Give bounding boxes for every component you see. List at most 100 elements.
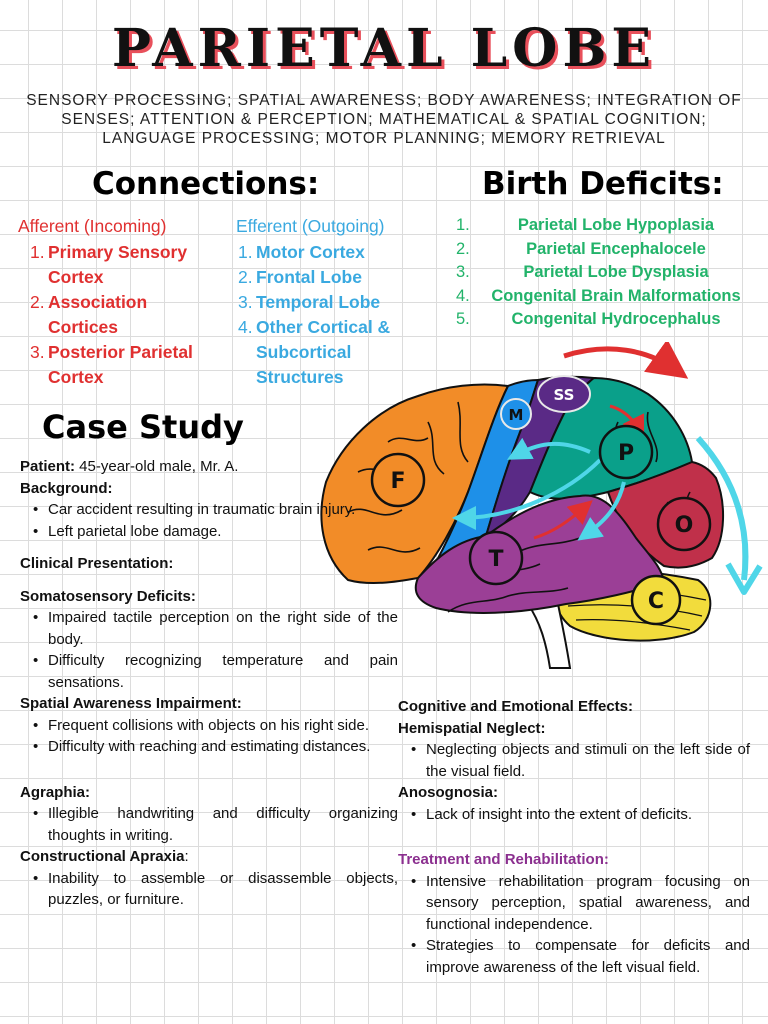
label-text: F (390, 469, 405, 494)
list-item: 3.Temporal Lobe (238, 290, 408, 315)
list-item: 5.Congenital Hydrocephalus (456, 308, 756, 332)
list-item: Strategies to compensate for deficits an… (411, 935, 750, 978)
neglect-list: Neglecting objects and stimuli on the le… (398, 739, 750, 782)
label-text: P (618, 441, 634, 466)
label-p: P (598, 424, 654, 480)
list-number: 2. (238, 267, 253, 287)
afferent-heading: Afferent (Incoming) (18, 216, 167, 236)
arrow-cyan (452, 458, 602, 530)
clinical-presentation-label: Clinical Presentation: (20, 555, 174, 572)
apraxia-label: Constructional Apraxia (20, 848, 185, 865)
agraphia-list: Illegible handwriting and difficulty org… (20, 803, 398, 846)
list-text: Motor Cortex (256, 242, 365, 262)
cognitive-effects-label: Cognitive and Emotional Effects: (398, 698, 634, 715)
agraphia-label: Agraphia: (20, 783, 91, 801)
list-item: 2.Frontal Lobe (238, 265, 408, 290)
apraxia-list: Inability to assemble or disassemble obj… (20, 868, 398, 911)
list-text: Other Cortical & Subcortical Structures (256, 317, 391, 387)
list-text: Frontal Lobe (256, 267, 362, 287)
list-item: 3. Parietal Lobe Dysplasia (456, 261, 756, 285)
efferent-list: 1.Motor Cortex 2.Frontal Lobe 3.Temporal… (238, 240, 408, 390)
birth-deficits-heading: Birth Deficits: (482, 166, 724, 202)
label-ss: SS (537, 375, 591, 413)
label-c: C (630, 574, 682, 626)
patient-text: 45-year-old male, Mr. A. (75, 458, 239, 475)
list-number: 2. (456, 239, 470, 258)
list-text: Primary Sensory Cortex (48, 242, 188, 287)
list-item: Illegible handwriting and difficulty org… (33, 803, 398, 846)
list-text: Temporal Lobe (256, 292, 381, 312)
spatial-awareness-label: Spatial Awareness Impairment: (20, 695, 242, 712)
list-item: Intensive rehabilitation program focusin… (411, 871, 750, 936)
list-number: 3. (30, 342, 45, 362)
treatment-list: Intensive rehabilitation program focusin… (398, 871, 750, 979)
list-item: Neglecting objects and stimuli on the le… (411, 739, 750, 782)
label-text: SS (554, 386, 575, 404)
page-subtitle: SENSORY PROCESSING; SPATIAL AWARENESS; B… (26, 92, 742, 147)
list-item: Left parietal lobe damage. (33, 521, 398, 543)
arrow-cyan (577, 481, 626, 541)
case-study-right-column: Cognitive and Emotional Effects: Hemispa… (398, 696, 750, 978)
label-text: O (675, 513, 694, 538)
background-list: Car accident resulting in traumatic brai… (20, 499, 398, 542)
case-study-heading: Case Study (42, 408, 244, 446)
list-text: Association Cortices (48, 292, 148, 337)
list-text: Congenital Hydrocephalus (511, 310, 721, 328)
label-o: O (656, 496, 712, 552)
list-item: 1.Primary Sensory Cortex (30, 240, 210, 290)
list-item: 1.Motor Cortex (238, 240, 408, 265)
list-item: 4.Other Cortical & Subcortical Structure… (238, 315, 408, 390)
list-item: 2. Parietal Encephalocele (456, 238, 756, 262)
list-item: 4. Congenital Brain Malformations (456, 285, 756, 309)
somatosensory-label: Somatosensory Deficits: (20, 587, 196, 605)
list-item: Car accident resulting in traumatic brai… (33, 499, 398, 521)
somatosensory-list: Impaired tactile perception on the right… (20, 607, 398, 693)
list-text: Parietal Lobe Hypoplasia (517, 216, 715, 234)
list-text: Congenital Brain Malformations (491, 286, 741, 305)
connections-heading: Connections: (92, 166, 320, 202)
patient-label: Patient: (20, 458, 76, 475)
list-number: 2. (30, 292, 45, 312)
arrow-cyan (506, 437, 591, 460)
patient-line: Patient: 45-year-old male, Mr. A. (20, 456, 398, 478)
label-text: T (488, 547, 503, 572)
curved-arrow-red (563, 342, 689, 379)
list-number: 3. (238, 292, 253, 312)
hemispatial-neglect-label: Hemispatial Neglect: (398, 719, 546, 737)
label-text: C (648, 589, 664, 614)
list-item: 3.Posterior Parietal Cortex (30, 340, 210, 390)
list-number: 1. (238, 242, 253, 262)
curved-arrow-cyan (695, 435, 749, 581)
list-number: 4. (238, 317, 253, 337)
anosognosia-label: Anosognosia: (398, 784, 498, 801)
case-study-left-column: Patient: 45-year-old male, Mr. A. Backgr… (20, 456, 398, 911)
background-label: Background: (20, 479, 113, 497)
list-number: 1. (30, 242, 45, 262)
label-text: M (509, 406, 524, 424)
list-number: 1. (456, 216, 470, 234)
list-number: 4. (456, 286, 470, 305)
label-t: T (468, 530, 524, 586)
list-item: Frequent collisions with objects on his … (33, 715, 398, 737)
list-item: Inability to assemble or disassemble obj… (33, 868, 398, 911)
list-text: Parietal Encephalocele (526, 239, 706, 258)
efferent-heading: Efferent (Outgoing) (236, 216, 385, 236)
brainstem (526, 603, 572, 669)
apraxia-colon: : (184, 848, 189, 865)
spatial-list: Frequent collisions with objects on his … (20, 715, 398, 758)
page-title: PARIETAL LOBE (111, 18, 657, 79)
list-text: Posterior Parietal Cortex (48, 342, 193, 387)
list-text: Parietal Lobe Dysplasia (523, 263, 709, 281)
label-f: F (370, 452, 426, 508)
list-item: 1. Parietal Lobe Hypoplasia (456, 214, 756, 238)
list-number: 3. (456, 263, 470, 281)
apraxia-line: Constructional Apraxia: (20, 846, 398, 868)
arrow-red (533, 500, 593, 540)
label-m: M (500, 398, 532, 430)
list-item: Difficulty recognizing temperature and p… (33, 650, 398, 693)
birth-deficits-list: 1. Parietal Lobe Hypoplasia 2. Parietal En… (456, 214, 756, 332)
anosognosia-list: Lack of insight into the extent of defic… (398, 804, 750, 826)
list-item: Impaired tactile perception on the right… (33, 607, 398, 650)
treatment-label: Treatment and Rehabilitation: (398, 851, 609, 868)
list-item: 2.Association Cortices (30, 290, 210, 340)
